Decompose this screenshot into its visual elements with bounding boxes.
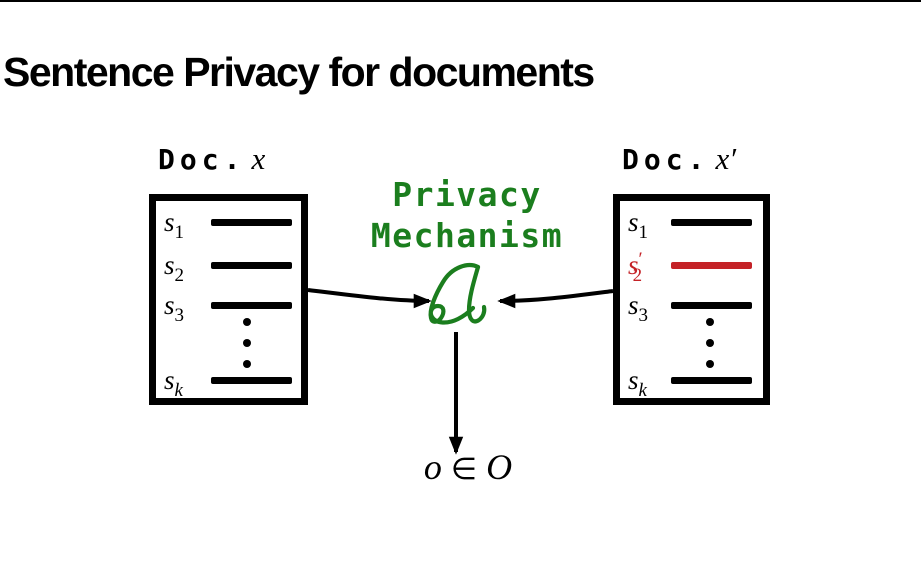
sentence-label: s1 [164,206,185,243]
page-title: Sentence Privacy for documents [3,49,595,95]
output-element: o [423,447,442,487]
sentence-row: sk [164,363,292,401]
sentence-bar [211,261,292,269]
ellipsis-dot [706,339,714,347]
sentence-row: s2 [164,248,292,286]
mechanism-title-line1: Privacy [392,175,542,214]
mechanism-title: Privacy Mechanism [352,174,582,256]
curved-arrow-right-doc-to-mechanism-icon [497,289,614,309]
sentence-bar [211,218,292,226]
doc-right-label-text: Doc. [622,143,710,176]
sentence-row-highlighted: s′2 [628,248,752,286]
output-expression: o ∈ O [398,446,538,488]
doc-right-box: s1 s′2 s3 sk [613,194,770,405]
doc-right-label: Doc. x′ [622,141,736,177]
mechanism-title-line2: Mechanism [370,216,564,255]
sentence-label: s1 [628,206,649,243]
sentence-subscript: k [174,379,183,401]
top-border-line [0,0,921,2]
ellipsis-dot [243,360,251,368]
sentence-label: s3 [164,289,185,326]
sentence-bar [211,376,292,384]
doc-left-box: s1 s2 s3 sk [149,194,308,405]
sentence-row: s3 [164,288,292,326]
sentence-subscript: 1 [174,221,185,243]
sentence-bar [671,376,752,384]
prime-mark: ′ [638,248,643,270]
sentence-subscript: 2 [174,264,185,286]
ellipsis-dot [243,318,251,326]
sentence-bar [671,218,752,226]
sentence-subscript: 1 [638,221,649,243]
doc-left-variable: x [251,141,266,176]
doc-right-variable: x′ [715,141,736,176]
sentence-subscript: k [638,379,647,401]
sentence-subscript: 3 [638,304,649,326]
sentence-label: sk [164,364,183,401]
vertical-ellipsis [706,318,714,368]
sentence-subscript: 2 [632,264,643,286]
sentence-bar-highlighted [671,261,752,269]
ellipsis-dot [706,318,714,326]
sentence-row: s1 [628,205,752,243]
sentence-label: s3 [628,289,649,326]
vertical-ellipsis [243,318,251,368]
ellipsis-dot [243,339,251,347]
doc-left-label-text: Doc. [158,143,246,176]
sentence-label: s′2 [628,248,643,286]
ellipsis-dot [706,360,714,368]
sentence-row: s3 [628,288,752,326]
membership-symbol: ∈ [450,452,478,487]
curved-arrow-left-doc-to-mechanism-icon [307,288,432,309]
sentence-row: sk [628,363,752,401]
sentence-row: s1 [164,205,292,243]
sentence-label: s2 [164,249,185,286]
sentence-bar [211,301,292,309]
sentence-bar [671,301,752,309]
output-set-symbol: O [486,447,513,487]
sentence-label: sk [628,364,647,401]
sentence-subscript: 3 [174,304,185,326]
script-a-symbol [428,263,487,325]
doc-left-label: Doc. x [158,141,265,177]
